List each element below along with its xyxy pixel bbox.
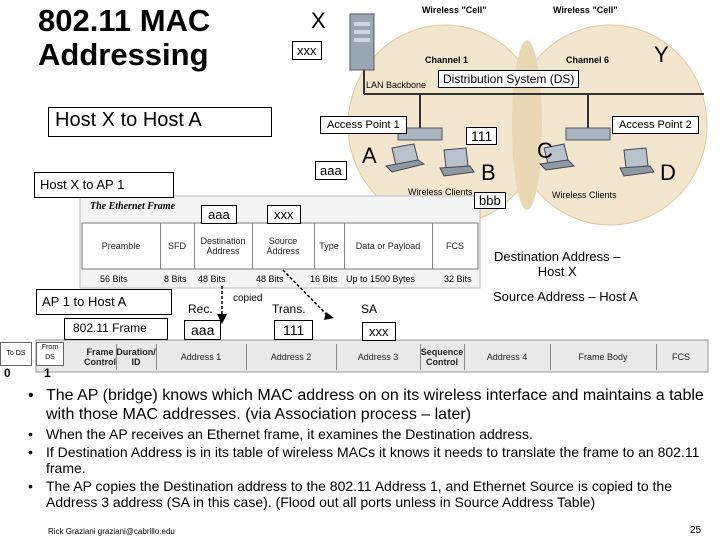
source-address-note: Source Address – Host A [493, 289, 638, 304]
bullet-list: • The AP (bridge) knows which MAC address… [28, 386, 708, 512]
wifi-field: Frame Body [550, 344, 657, 370]
host-x-label: X [311, 8, 326, 33]
to-ds-value: 0 [4, 366, 11, 380]
wifi-frame-panel [35, 339, 709, 373]
ethernet-dest-mac: aaa [201, 205, 237, 224]
ethernet-field: Destination Address [194, 223, 253, 269]
ethernet-frame-sizes: 56 Bits 8 Bits 48 Bits 48 Bits 16 Bits U… [82, 274, 478, 286]
receiver-label: Rec. [188, 302, 213, 316]
ethernet-size: 32 Bits [444, 274, 472, 284]
host-a-label: A [362, 143, 377, 168]
sa-arrow [282, 269, 329, 317]
bullet-text: If Destination Address is in its table o… [46, 444, 700, 476]
laptop-b-icon [439, 147, 475, 177]
ethernet-field: Data or Payload [344, 223, 433, 269]
host-c-label: C [537, 138, 553, 163]
bullet-text: The AP copies the Destination address to… [46, 478, 673, 510]
ap1-mac-111: 111 [466, 127, 498, 145]
ethernet-frame-fields: Preamble SFD Destination Address Source … [82, 223, 478, 269]
bullet-dot-icon: • [28, 426, 33, 442]
host-b-label: B [481, 160, 496, 185]
ethernet-size: 56 Bits [100, 274, 128, 284]
footer-author: Rick Graziani graziani@cabrillo.edu [48, 527, 175, 536]
ethernet-size: 8 Bits [164, 274, 187, 284]
host-x-to-host-a-box [48, 107, 272, 137]
access-point-2-icon [565, 127, 611, 141]
copied-label: copied [233, 293, 263, 304]
from-ds-header: From DS [36, 342, 64, 366]
host-x-to-host-a-label: Host X to Host A [55, 109, 202, 131]
address2-value: 111 [274, 320, 314, 340]
wifi-field: Address 2 [246, 344, 337, 370]
bullet-item: • If Destination Address is in its table … [28, 444, 708, 476]
host-y-label: Y [654, 42, 669, 67]
wireless-clients-1-label: Wireless Clients [408, 187, 473, 197]
ethernet-field: Preamble [82, 223, 161, 269]
bullet-dot-icon: • [28, 478, 33, 494]
address3-value: xxx [362, 322, 396, 341]
wifi-field: Frame Control [84, 344, 117, 370]
host-d-label: D [660, 160, 676, 185]
destination-address-note: Destination Address – Host X [494, 249, 621, 279]
sa-arrowhead [324, 312, 334, 320]
transmitter-label: Trans. [272, 302, 306, 316]
ethernet-size: 48 Bits [198, 274, 226, 284]
frame-80211-label: 802.11 Frame [73, 321, 147, 335]
bullet-item: • When the AP receives an Ethernet frame,… [28, 426, 708, 442]
wifi-frame-fields: Frame Control Duration/ ID Address 1 Add… [84, 344, 706, 370]
ap1-mac-aaa: aaa [315, 161, 347, 180]
ethernet-field: Type [314, 223, 345, 269]
bullet-item: • The AP (bridge) knows which MAC address… [28, 386, 708, 424]
channel-1-label: Channel 1 [425, 55, 469, 65]
wifi-field: Sequence Control [420, 344, 465, 370]
ap1-to-host-a-label: AP 1 to Host A [42, 294, 127, 309]
wifi-field: Address 3 [336, 344, 421, 370]
bullet-text: The AP (bridge) knows which MAC address … [46, 387, 704, 423]
ap2-label: Access Point 2 [612, 116, 699, 134]
host-x-to-ap1-box [34, 172, 174, 198]
host-b-mac: bbb [474, 192, 506, 209]
wifi-field: Address 1 [156, 344, 247, 370]
from-ds-value: 1 [44, 366, 51, 380]
bullet-dot-icon: • [28, 387, 34, 404]
wireless-cell-1-label: Wireless "Cell" [422, 5, 487, 15]
copied-arrowhead [217, 314, 227, 324]
wireless-clients-2-label: Wireless Clients [552, 190, 617, 200]
ethernet-field: SFD [160, 223, 195, 269]
ethernet-frame-body [81, 222, 479, 270]
laptop-c-icon [538, 143, 576, 171]
host-x-mac: xxx [292, 41, 322, 60]
access-point-1-icon [397, 127, 443, 141]
source-address-short-label: SA [361, 302, 378, 316]
page-number: 25 [690, 525, 702, 536]
frame-80211-box [64, 318, 168, 340]
host-x-to-ap1-label: Host X to AP 1 [40, 177, 125, 192]
ethernet-frame-title: The Ethernet Frame [90, 201, 176, 212]
ethernet-size: 48 Bits [256, 274, 284, 284]
lan-backbone-label: LAN Backbone [366, 80, 427, 90]
ethernet-size: Up to 1500 Bytes [346, 274, 416, 284]
ethernet-size: 16 Bits [310, 274, 338, 284]
channel-6-label: Channel 6 [566, 55, 610, 65]
wireless-cell-2-label: Wireless "Cell" [553, 5, 618, 15]
to-ds-header: To DS [0, 342, 32, 366]
ethernet-field: Source Address [252, 223, 315, 269]
ethernet-src-mac: xxx [267, 205, 301, 224]
ethernet-field: FCS [446, 241, 464, 251]
bullet-dot-icon: • [28, 444, 33, 460]
ds-label: Distribution System (DS) [438, 70, 580, 88]
bullet-text: When the AP receives an Ethernet frame, … [46, 426, 533, 442]
cell-overlap [512, 40, 542, 210]
page-title: 802.11 MAC Addressing [38, 3, 211, 72]
bullet-item: • The AP copies the Destination address t… [28, 478, 708, 510]
wifi-field: Address 4 [464, 344, 551, 370]
wifi-field: FCS [672, 352, 690, 362]
wifi-field: Duration/ ID [116, 344, 157, 370]
ap1-label: Access Point 1 [320, 116, 407, 134]
laptop-d-icon [619, 147, 655, 177]
server-icon [349, 13, 375, 71]
ap1-to-host-a-box [36, 289, 172, 315]
address1-value: aaa [184, 320, 222, 340]
laptop-a-icon [384, 143, 426, 173]
